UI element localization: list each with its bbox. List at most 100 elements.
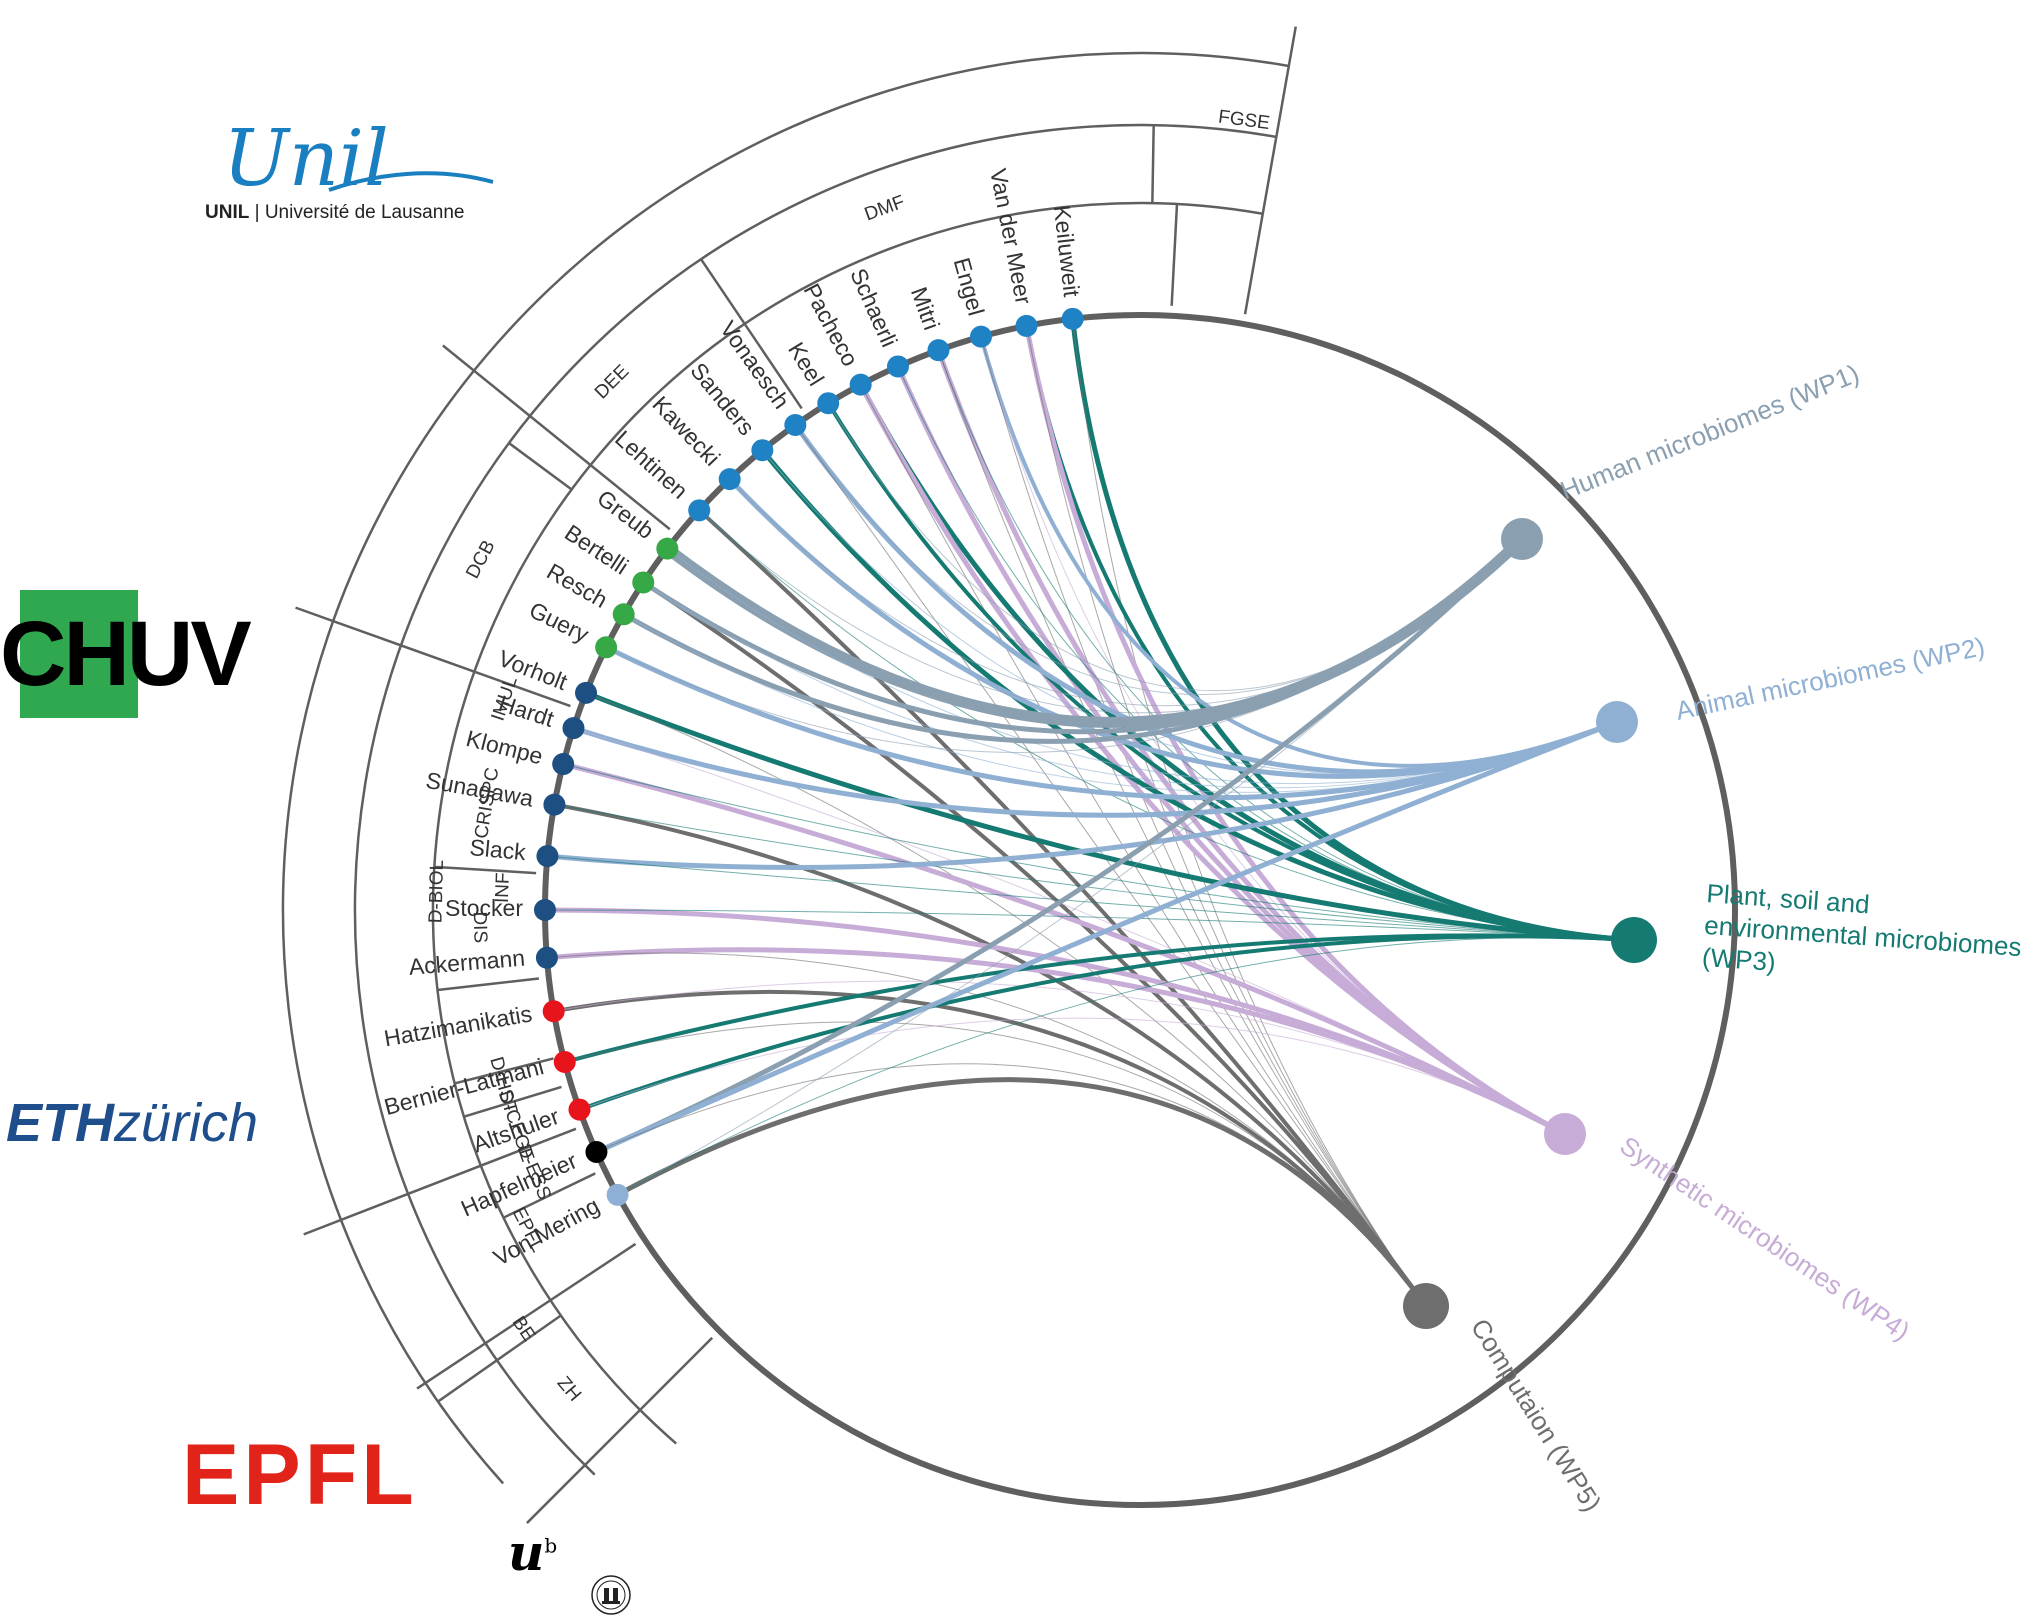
- pi-node: [606, 1183, 629, 1206]
- pi-node: [632, 571, 655, 594]
- dept-divider-6: [473, 670, 571, 708]
- chord-link: [546, 947, 1567, 1137]
- chord-link: [616, 1077, 1429, 1308]
- unibe-logo: ub: [508, 1523, 558, 1582]
- wp-node-wp2: [1596, 701, 1638, 743]
- pi-node: [688, 499, 711, 522]
- dept-divider-1: [1170, 203, 1179, 306]
- dept-inner-arc: [431, 201, 1263, 1445]
- chord-link: [554, 804, 1635, 941]
- dept-label-inf: INF: [492, 872, 514, 903]
- wp-node-wp3: [1611, 917, 1657, 963]
- chord-link: [622, 537, 1524, 744]
- pi-label: Guery: [525, 597, 593, 648]
- epfl-logo: EPFL: [182, 1427, 418, 1523]
- uzh-seal-icon: [591, 1575, 631, 1615]
- chuv-wordmark: CHUV: [0, 603, 252, 705]
- chord-links: [544, 318, 1635, 1308]
- dept-divider-7: [295, 606, 475, 673]
- pi-node: [817, 392, 840, 415]
- chord-link: [579, 1017, 1566, 1135]
- pi-node: [568, 1098, 591, 1121]
- pi-label: Mitri: [906, 284, 945, 334]
- pi-node: [656, 537, 679, 560]
- work-package-nodes: [1403, 518, 1657, 1329]
- dept-label-dee: DEE: [591, 361, 633, 403]
- chord-link: [980, 336, 1427, 1307]
- wp-label-line: Computaion (WP5): [1465, 1313, 1608, 1516]
- pi-node: [585, 1141, 608, 1164]
- pi-node: [969, 325, 992, 348]
- wp-label-line: Animal microbiomes (WP2): [1673, 631, 1987, 726]
- wp-node-wp4: [1544, 1113, 1586, 1155]
- pi-node: [536, 845, 559, 868]
- chord-link: [572, 719, 1618, 818]
- dept-divider-13: [502, 1172, 596, 1219]
- wp-label-wp5: Computaion (WP5): [1465, 1313, 1608, 1516]
- pi-nodes: [534, 307, 1084, 1206]
- chord-link: [729, 478, 1523, 707]
- dept-divider-14: [416, 1242, 637, 1390]
- dept-label-dcb: DCB: [462, 537, 499, 582]
- pi-node: [1015, 314, 1038, 337]
- chord-link: [563, 763, 1635, 941]
- pi-node: [543, 793, 566, 816]
- pi-node: [751, 439, 774, 462]
- pi-node: [562, 717, 585, 740]
- wp-label-line: Synthetic microbiomes (WP4): [1615, 1130, 1916, 1346]
- chord-link: [596, 1063, 1427, 1307]
- unil-wordmark: UNIL | Université de Lausanne: [205, 202, 465, 223]
- chord-link: [727, 477, 1618, 779]
- pi-label: Keiluweit: [1049, 204, 1085, 299]
- diagram-circle: [542, 312, 1738, 1508]
- chord-link: [585, 692, 1427, 1307]
- pi-label: Klompe: [464, 725, 546, 769]
- chord-link: [562, 761, 1567, 1137]
- dept-divider-2: [1151, 125, 1155, 204]
- wp-node-wp1: [1501, 518, 1543, 560]
- wp-label-wp4: Synthetic microbiomes (WP4): [1615, 1130, 1916, 1346]
- chuv-green-block: [20, 590, 138, 718]
- dept-divider-9: [437, 977, 540, 992]
- dept-divider-12: [303, 1127, 577, 1236]
- dept-outer-arc: [281, 51, 1290, 1485]
- dept-divider-15: [437, 1314, 562, 1403]
- unil-swoosh-icon: [328, 171, 494, 192]
- chord-link: [860, 384, 1427, 1307]
- chord-link: [578, 934, 1635, 1112]
- chord-link: [544, 909, 1635, 941]
- pi-node: [552, 753, 575, 776]
- unil-logo: Unil UNIL | Université de Lausanne: [205, 120, 505, 230]
- chord-link: [595, 719, 1618, 1155]
- pi-label: Ackermann: [408, 945, 526, 980]
- dept-divider-5: [442, 344, 671, 531]
- dept-label-dmf: DMF: [862, 192, 908, 226]
- wp-label-line: Human microbiomes (WP1): [1556, 358, 1863, 505]
- chord-link: [547, 719, 1618, 870]
- pi-node: [927, 339, 950, 362]
- chord-link: [595, 537, 1524, 1155]
- dept-middle-arc: [353, 123, 1277, 1476]
- chord-link: [617, 936, 1635, 1196]
- pi-node: [849, 373, 872, 396]
- pi-label: Van der Meer: [985, 166, 1037, 306]
- chord-link: [554, 802, 1428, 1308]
- chord-link: [641, 537, 1524, 735]
- pi-node: [718, 468, 741, 491]
- wp-label-line: (WP3): [1701, 942, 1777, 977]
- chord-link: [858, 383, 1567, 1137]
- pi-label: Slack: [469, 834, 528, 865]
- chord-link: [1072, 318, 1427, 1307]
- dept-divider-10: [454, 1057, 554, 1085]
- chord-link: [617, 538, 1523, 1196]
- pi-node: [886, 355, 909, 378]
- dept-divider-16: [526, 1336, 714, 1524]
- wp-node-wp5: [1403, 1283, 1449, 1329]
- pi-node: [1061, 307, 1084, 330]
- pi-node: [784, 413, 807, 436]
- dept-label-be: BE: [508, 1313, 540, 1346]
- dept-divider-0: [1243, 26, 1297, 315]
- department-frame: [281, 26, 1297, 1524]
- chord-link: [760, 448, 1635, 943]
